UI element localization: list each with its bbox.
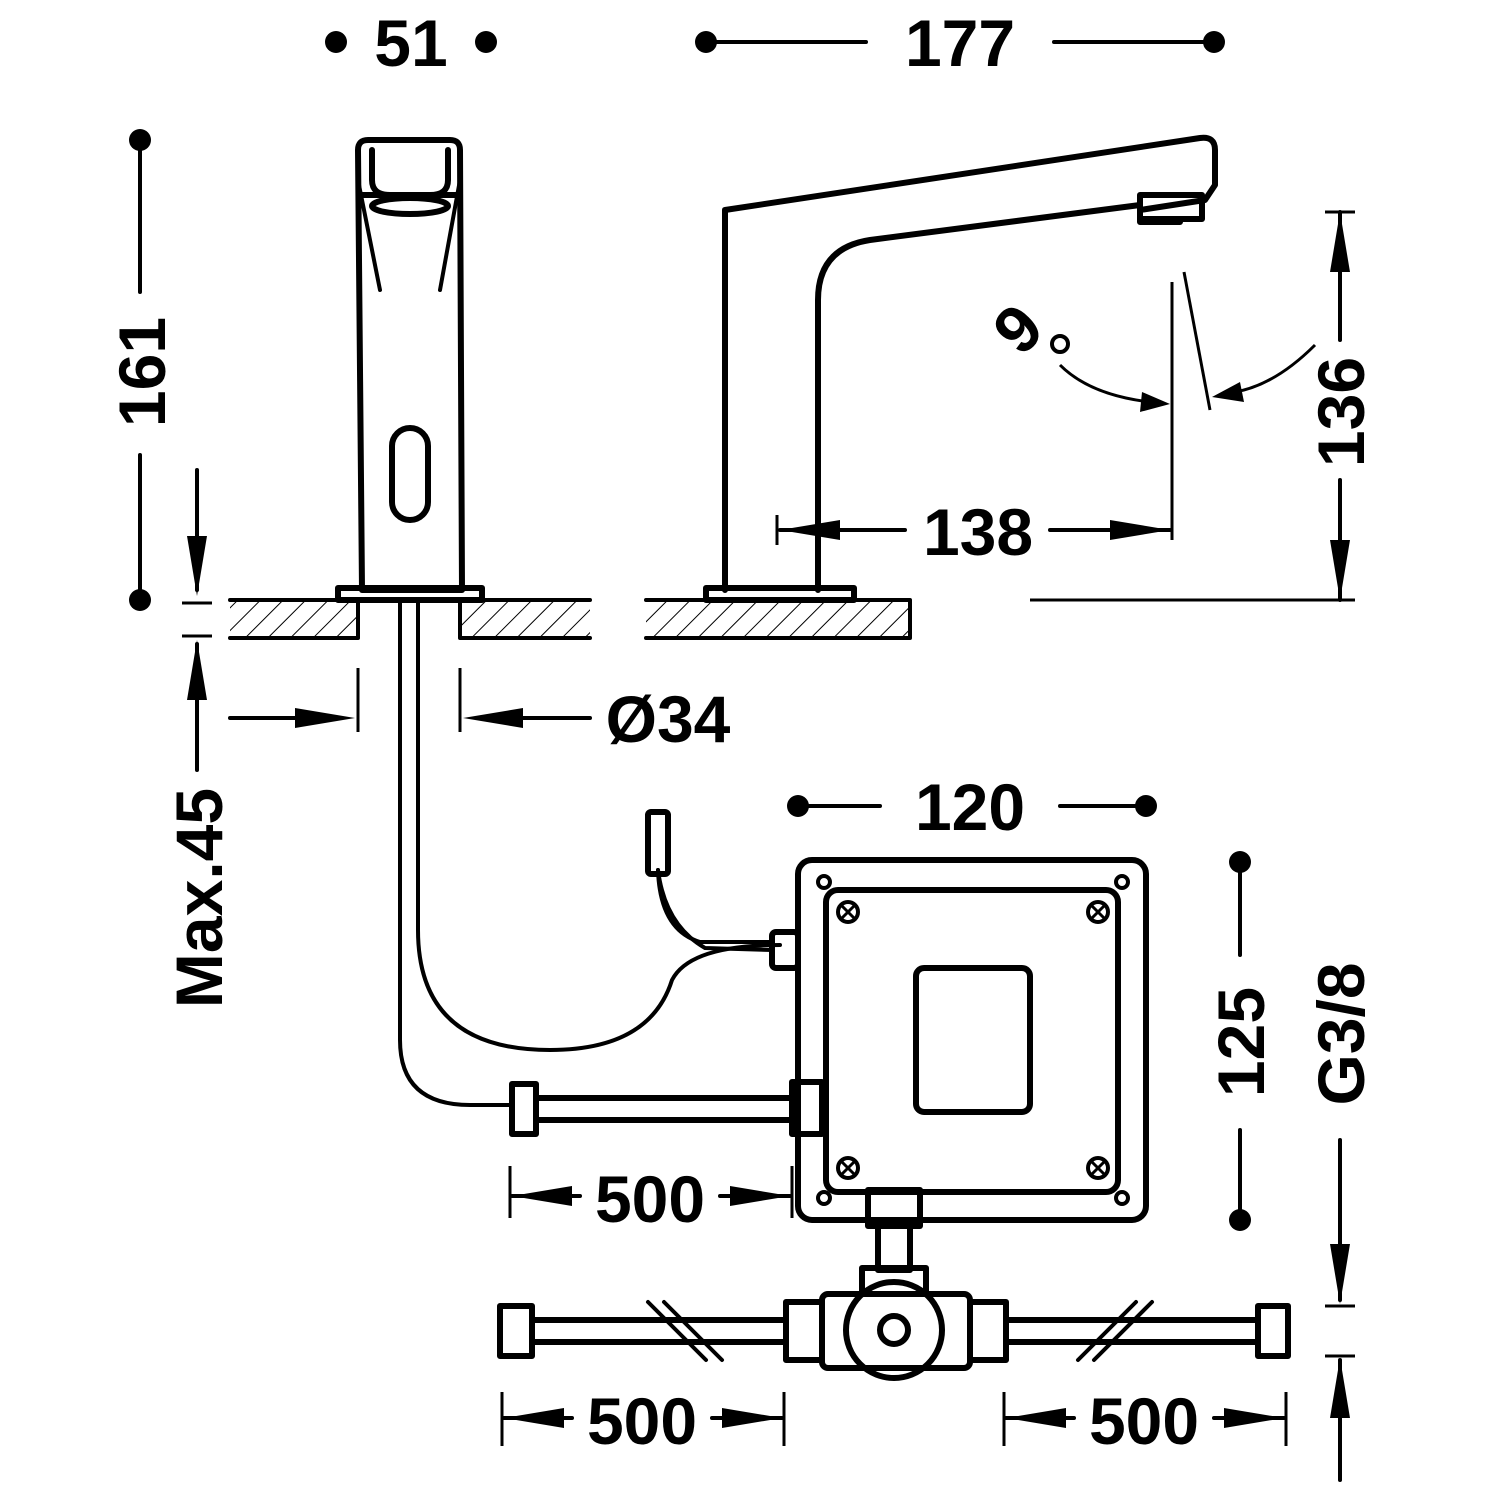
dimension-angle-label: 9 <box>979 290 1057 368</box>
dimension-120-label: 120 <box>915 770 1025 844</box>
dimension-177-label: 177 <box>905 6 1015 80</box>
dimension-136-label: 136 <box>1304 357 1378 467</box>
dimension-51-label: 51 <box>374 6 447 80</box>
dimension-125-label: 125 <box>1204 987 1278 1097</box>
dimension-projection: 138 <box>775 495 1172 569</box>
dimension-overall-height: 161 <box>105 129 179 611</box>
dimension-max45-label: Max.45 <box>162 788 236 1008</box>
faucet-front-view <box>335 137 782 1107</box>
dimension-cable-length: 500 <box>508 1162 794 1236</box>
dimension-500-left-label: 500 <box>587 1384 697 1458</box>
dimension-g38-label: G3/8 <box>1304 962 1378 1105</box>
sensor-window-icon <box>389 425 431 523</box>
degree-symbol-icon <box>1050 334 1070 354</box>
dimension-500-right-label: 500 <box>1089 1384 1199 1458</box>
dimension-spout-height: 136 <box>1030 210 1378 602</box>
dimension-box-height: 125 <box>1204 851 1278 1231</box>
countertop-left <box>228 598 592 640</box>
countertop-right <box>644 598 912 640</box>
faucet-side-view <box>703 134 1218 603</box>
control-box <box>509 809 1149 1297</box>
dimension-161-label: 161 <box>105 317 179 427</box>
dimension-hole-diameter: Ø34 <box>228 668 731 756</box>
dimension-width-front: 51 <box>325 6 497 80</box>
dimension-hose-right: 500 <box>1002 1384 1288 1458</box>
dimension-ø34-label: Ø34 <box>606 682 731 756</box>
dimension-500-cable-label: 500 <box>595 1162 705 1236</box>
dimension-hose-left: 500 <box>500 1384 786 1458</box>
screw-icon <box>836 900 1110 1180</box>
valve-assembly <box>497 1279 1291 1381</box>
dimension-box-width: 120 <box>787 770 1157 844</box>
dimension-overall-depth: 177 <box>695 6 1225 80</box>
dimension-connection: G3/8 <box>1304 962 1378 1482</box>
dimension-max-deck: Max.45 <box>162 468 236 1008</box>
dimension-138-label: 138 <box>923 495 1033 569</box>
